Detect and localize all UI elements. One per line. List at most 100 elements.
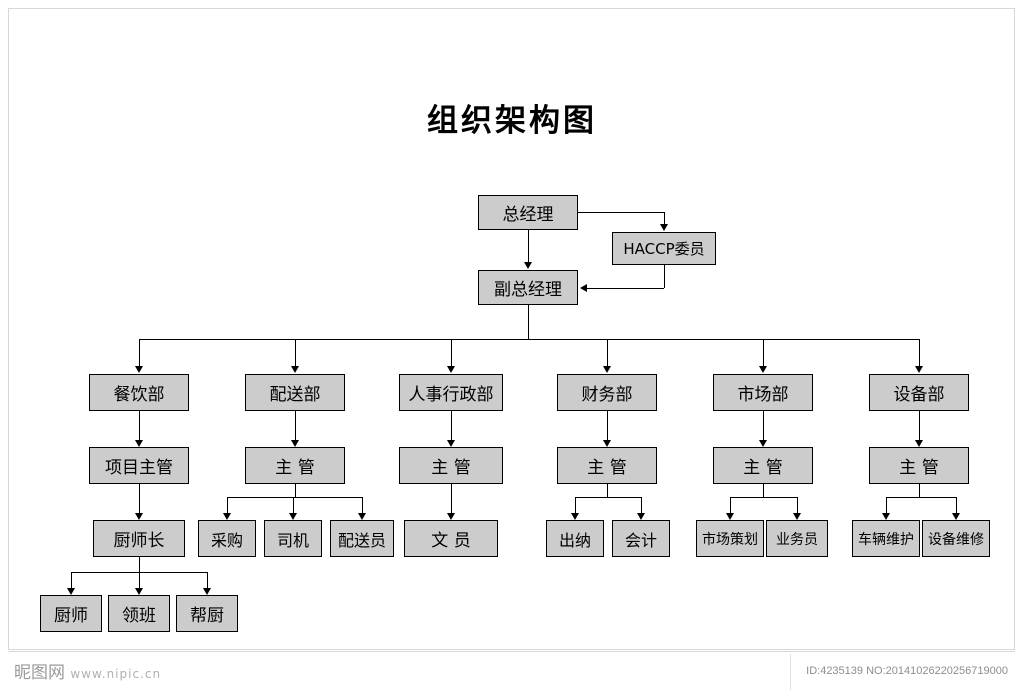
connector-sup1-chef xyxy=(139,484,140,513)
connector-sup4-drop xyxy=(607,484,608,497)
arrow-clerk xyxy=(447,513,455,520)
arrow-purchase xyxy=(223,513,231,520)
node-vgm[interactable]: 副总经理 xyxy=(478,270,578,305)
arrow-dept4 xyxy=(603,366,611,373)
arrow-chef xyxy=(135,513,143,520)
connector-sup2-delivery xyxy=(362,497,363,513)
arrow-delivery xyxy=(358,513,366,520)
arrow-equipment xyxy=(952,513,960,520)
node-clerk[interactable]: 文 员 xyxy=(404,520,498,557)
connector-sup3-clerk xyxy=(451,484,452,513)
node-head-chef[interactable]: 厨师长 xyxy=(93,520,185,557)
node-dept-delivery[interactable]: 配送部 xyxy=(245,374,345,411)
arrow-helper xyxy=(203,588,211,595)
connector-gm-haccp-h xyxy=(578,212,664,213)
connector-bus-dept4 xyxy=(607,339,608,366)
arrow-gm-haccp xyxy=(660,224,668,231)
connector-sup5-bus xyxy=(730,497,797,498)
watermark: 昵图网 www.nipic.cn xyxy=(14,658,161,683)
connector-bus-dept3 xyxy=(451,339,452,366)
node-cook[interactable]: 厨师 xyxy=(40,595,102,632)
connector-bus-dept1 xyxy=(139,339,140,366)
watermark-url: www.nipic.cn xyxy=(70,667,162,681)
arrow-driver xyxy=(289,513,297,520)
connector-sup6-drop xyxy=(919,484,920,497)
arrow-sup1 xyxy=(135,440,143,447)
node-dept-catering[interactable]: 餐饮部 xyxy=(89,374,189,411)
node-sup-hr[interactable]: 主 管 xyxy=(399,447,503,484)
connector-sup2-driver xyxy=(293,497,294,513)
connector-gm-haccp-v xyxy=(664,212,665,224)
connector-chef-helper xyxy=(207,572,208,588)
arrow-dept5 xyxy=(759,366,767,373)
node-delivery-staff[interactable]: 配送员 xyxy=(330,520,394,557)
watermark-brand: 昵图网 xyxy=(14,663,65,683)
arrow-dept6 xyxy=(915,366,923,373)
connector-sup6-vehicle xyxy=(886,497,887,513)
node-market-planner[interactable]: 市场策划 xyxy=(696,520,764,557)
node-dept-equipment[interactable]: 设备部 xyxy=(869,374,969,411)
node-haccp[interactable]: HACCP委员 xyxy=(612,232,716,265)
node-purchaser[interactable]: 采购 xyxy=(198,520,256,557)
connector-sup4-accountant xyxy=(641,497,642,513)
page-title: 组织架构图 xyxy=(427,103,597,139)
node-sup-finance[interactable]: 主 管 xyxy=(557,447,657,484)
arrow-sup4 xyxy=(603,440,611,447)
image-id-text: ID:4235139 NO:20141026220256719000 xyxy=(806,665,1008,677)
node-dept-hr[interactable]: 人事行政部 xyxy=(399,374,503,411)
node-foreman[interactable]: 领班 xyxy=(108,595,170,632)
connector-dept6-sup6 xyxy=(919,411,920,440)
arrow-sup6 xyxy=(915,440,923,447)
node-sup-equipment[interactable]: 主 管 xyxy=(869,447,969,484)
department-bus xyxy=(139,339,919,340)
connector-chef-drop xyxy=(139,557,140,572)
arrow-cook xyxy=(67,588,75,595)
arrow-cashier xyxy=(571,513,579,520)
arrow-vehicle xyxy=(882,513,890,520)
node-salesman[interactable]: 业务员 xyxy=(766,520,828,557)
connector-sup5-mktplan xyxy=(730,497,731,513)
connector-sup4-cashier xyxy=(575,497,576,513)
connector-haccp-vgm-h xyxy=(587,288,664,289)
node-equipment-repair[interactable]: 设备维修 xyxy=(922,520,990,557)
arrow-haccp-vgm xyxy=(580,284,587,292)
connector-sup2-purchase xyxy=(227,497,228,513)
node-dept-marketing[interactable]: 市场部 xyxy=(713,374,813,411)
node-accountant[interactable]: 会计 xyxy=(612,520,670,557)
arrow-sup5 xyxy=(759,440,767,447)
connector-sup6-equipment xyxy=(956,497,957,513)
arrow-dept1 xyxy=(135,366,143,373)
node-sup-delivery[interactable]: 主 管 xyxy=(245,447,345,484)
connector-dept3-sup3 xyxy=(451,411,452,440)
node-driver[interactable]: 司机 xyxy=(264,520,322,557)
connector-dept1-sup1 xyxy=(139,411,140,440)
connector-dept4-sup4 xyxy=(607,411,608,440)
arrow-sup3 xyxy=(447,440,455,447)
node-cashier[interactable]: 出纳 xyxy=(546,520,604,557)
connector-sup5-salesman xyxy=(797,497,798,513)
node-sup-marketing[interactable]: 主 管 xyxy=(713,447,813,484)
node-gm[interactable]: 总经理 xyxy=(478,195,578,230)
connector-bus-dept5 xyxy=(763,339,764,366)
arrow-salesman xyxy=(793,513,801,520)
connector-sup5-drop xyxy=(763,484,764,497)
connector-chef-cook xyxy=(71,572,72,588)
connector-sup2-drop xyxy=(295,484,296,497)
arrow-dept2 xyxy=(291,366,299,373)
arrow-sup2 xyxy=(291,440,299,447)
arrow-gm-vgm xyxy=(524,262,532,269)
connector-bus-dept6 xyxy=(919,339,920,366)
node-dept-finance[interactable]: 财务部 xyxy=(557,374,657,411)
connector-haccp-vgm-v xyxy=(664,265,665,288)
connector-sup4-bus xyxy=(575,497,641,498)
node-sup-project[interactable]: 项目主管 xyxy=(89,447,189,484)
connector-sup2-bus xyxy=(227,497,363,498)
node-helper[interactable]: 帮厨 xyxy=(176,595,238,632)
connector-chef-foreman xyxy=(139,572,140,588)
node-vehicle-maintenance[interactable]: 车辆维护 xyxy=(852,520,920,557)
connector-sup6-bus xyxy=(886,497,956,498)
arrow-dept3 xyxy=(447,366,455,373)
connector-vgm-bus xyxy=(528,305,529,339)
arrow-mktplan xyxy=(726,513,734,520)
